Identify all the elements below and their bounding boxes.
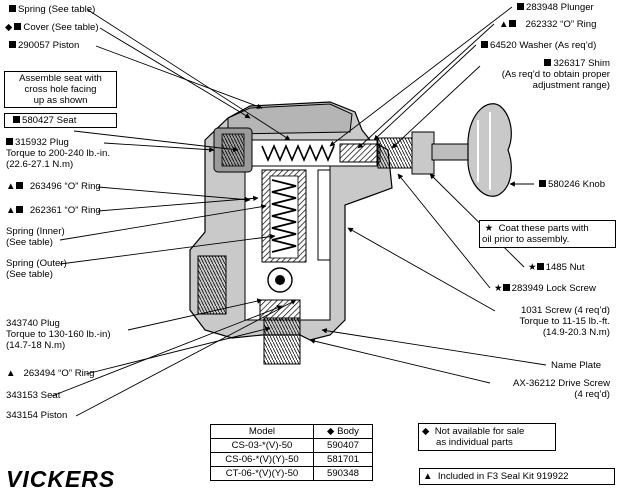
- label-washer-64520: 64520 Washer (As req’d): [481, 40, 596, 51]
- label-spring: Spring (See table): [9, 4, 95, 15]
- label-oring-262332: ▲ 262332 “O” Ring: [499, 19, 597, 30]
- table-header-body: ◆ Body: [313, 424, 373, 439]
- label-drive-screw: AX-36212 Drive Screw (4 req’d): [512, 378, 610, 400]
- label-piston-290057: 290057 Piston: [9, 40, 79, 51]
- vickers-logo: VICKERS: [6, 466, 116, 492]
- label-plunger-283948: 283948 Plunger: [517, 2, 594, 13]
- table-row: CT-06-*(V)(Y)-50 590348: [210, 466, 373, 481]
- label-seat-343153: 343153 Seat: [6, 390, 61, 401]
- label-shim-326317: 326317 Shim (As req’d to obtain proper a…: [501, 58, 610, 91]
- label-screw-1031: 1031 Screw (4 req’d) Torque to 11-15 lb.…: [519, 305, 610, 338]
- label-spring-inner: Spring (Inner) (See table): [6, 226, 65, 248]
- label-plug-343740: 343740 Plug Torque to 130-160 lb.-in) (1…: [6, 318, 111, 351]
- label-piston-343154: 343154 Piston: [6, 410, 68, 421]
- table-header-model: Model: [210, 424, 314, 439]
- label-knob-580246: 580246 Knob: [539, 179, 605, 190]
- label-nut-1485: ★1485 Nut: [528, 262, 585, 273]
- label-oring-262361: ▲ 262361 “O” Ring: [6, 205, 101, 216]
- table-row: CS-06-*(V)(Y)-50 581701: [210, 452, 373, 467]
- seal-kit-note: ▲ Included in F3 Seal Kit 919922: [419, 468, 615, 485]
- not-available-note: ◆ Not available for sale as individual p…: [418, 423, 556, 451]
- table-row: CS-03-*(V)-50 590407: [210, 438, 373, 453]
- label-plug-315932: 315932 Plug Torque to 200-240 lb.-in. (2…: [6, 137, 110, 170]
- label-seat-580427: 580427 Seat: [4, 113, 117, 128]
- assemble-note: Assemble seat with cross hole facing up …: [4, 71, 117, 108]
- label-oring-263494: ▲ 263494 “O” Ring: [6, 368, 95, 379]
- label-oring-263496: ▲ 263496 “O” Ring: [6, 181, 101, 192]
- label-spring-outer: Spring (Outer) (See table): [6, 258, 67, 280]
- model-table: Model ◆ Body CS-03-*(V)-50 590407 CS-06-…: [210, 424, 373, 481]
- coat-note: ★ Coat these parts with oil prior to ass…: [479, 220, 616, 248]
- label-name-plate: Name Plate: [551, 360, 602, 371]
- label-cover: ◆Cover (See table): [5, 22, 99, 33]
- label-lockscrew-283949: ★283949 Lock Screw: [494, 283, 596, 294]
